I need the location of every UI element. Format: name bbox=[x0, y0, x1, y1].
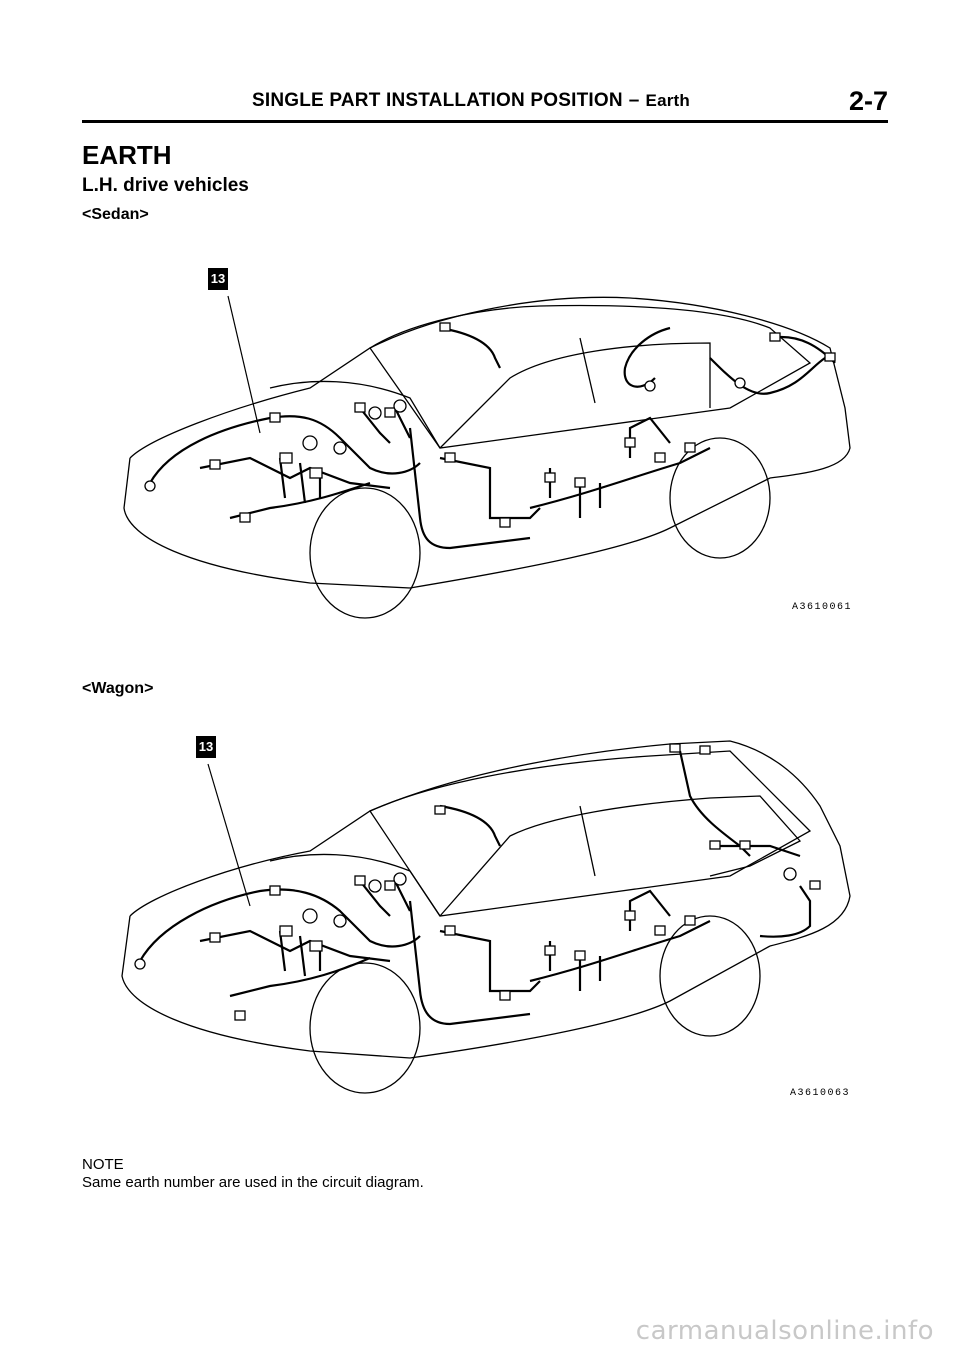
wagon-side-sill bbox=[409, 945, 771, 1059]
header-title-main: SINGLE PART INSTALLATION POSITION bbox=[252, 90, 623, 111]
sedan-connectors bbox=[144, 322, 836, 528]
sedan-earth-marker: 13 bbox=[208, 268, 228, 290]
note-label: NOTE bbox=[82, 1156, 124, 1173]
sedan-roof bbox=[369, 304, 812, 449]
wagon-front-lower bbox=[121, 915, 411, 1059]
sedan-wiring-diagram: 13 A3610061 bbox=[110, 268, 860, 628]
wagon-windshield bbox=[269, 853, 441, 917]
sedan-earth-number: 13 bbox=[210, 271, 226, 286]
wagon-pillar bbox=[579, 805, 596, 877]
header-dash: – bbox=[628, 90, 640, 111]
wagon-marker-leader bbox=[207, 763, 251, 907]
wagon-earth-number: 13 bbox=[198, 739, 214, 754]
wagon-earth-marker: 13 bbox=[196, 736, 216, 758]
wagon-wiring-diagram: 13 A3610063 bbox=[110, 736, 860, 1102]
section-title: EARTH bbox=[82, 140, 172, 170]
watermark: carmanualsonline.info bbox=[635, 1316, 934, 1346]
wagon-harness bbox=[139, 750, 812, 1026]
wagon-body-outline bbox=[129, 740, 851, 947]
header-subtitle: Earth bbox=[645, 91, 691, 110]
page-number: 2-7 bbox=[848, 86, 888, 116]
subsection-title: L.H. drive vehicles bbox=[82, 175, 249, 196]
wagon-figure-code: A3610063 bbox=[790, 1088, 851, 1099]
header-title: SINGLE PART INSTALLATION POSITION–Earth bbox=[252, 90, 690, 112]
sedan-front-wheel bbox=[309, 487, 421, 619]
sedan-harness bbox=[149, 326, 836, 550]
sedan-body-outline bbox=[129, 296, 851, 479]
wagon-front-wheel bbox=[309, 962, 421, 1094]
sedan-figure-code: A3610061 bbox=[792, 602, 853, 613]
sedan-window-line bbox=[439, 342, 711, 449]
sedan-front-lower bbox=[123, 457, 411, 589]
sedan-windshield bbox=[269, 380, 441, 449]
wagon-rear-wheel bbox=[659, 915, 761, 1037]
variant-label-wagon: <Wagon> bbox=[82, 680, 154, 697]
page-header: SINGLE PART INSTALLATION POSITION–Earth … bbox=[82, 86, 888, 123]
sedan-rear-wheel bbox=[669, 437, 771, 559]
note-text: Same earth number are used in the circui… bbox=[82, 1174, 424, 1191]
sedan-marker-leader bbox=[227, 295, 261, 434]
header-rule bbox=[82, 120, 888, 123]
wagon-window-line bbox=[439, 795, 802, 917]
sedan-side-sill bbox=[409, 477, 771, 589]
wagon-connectors bbox=[134, 743, 821, 1021]
wagon-roof bbox=[369, 750, 812, 917]
variant-label-sedan: <Sedan> bbox=[82, 206, 149, 223]
sedan-pillar bbox=[579, 337, 596, 404]
